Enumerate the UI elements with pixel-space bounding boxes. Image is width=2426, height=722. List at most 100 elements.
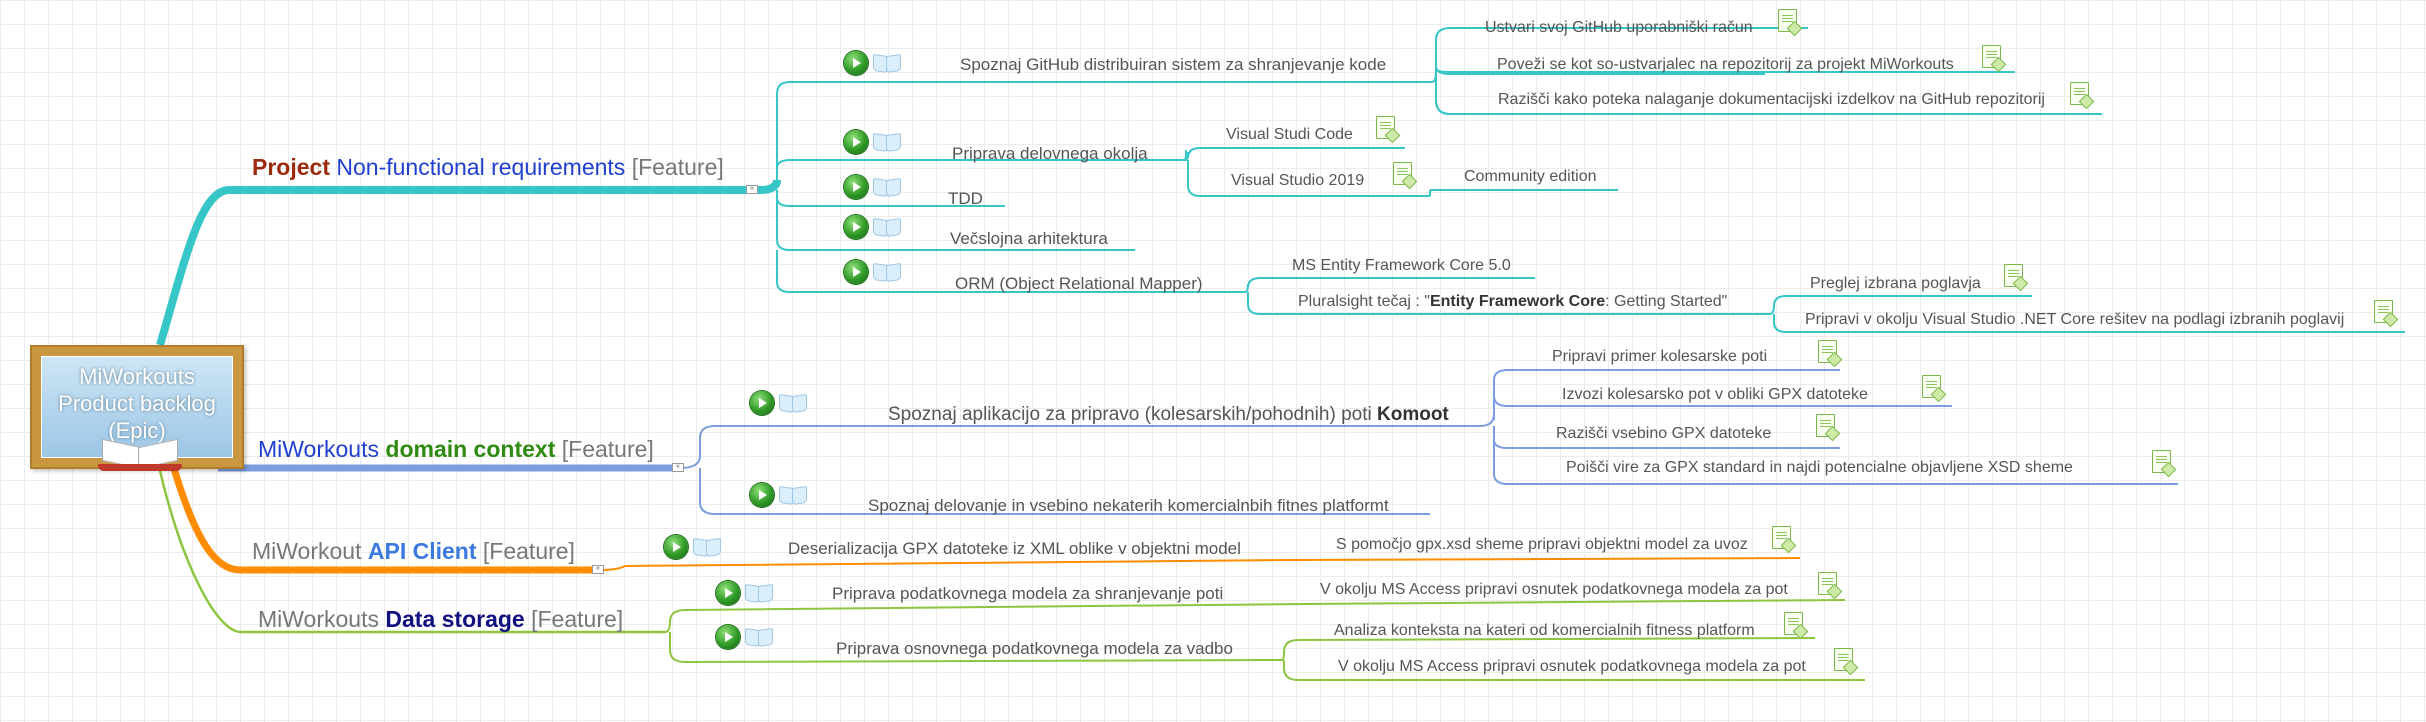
collapse-toggle-icon[interactable]: « [746,185,758,194]
topic-komoot[interactable]: Spoznaj aplikacijo za pripravo (kolesars… [888,405,1449,424]
central-topic-title: MiWorkouts Product backlog (Epic) [32,363,242,444]
topic-icons [664,535,721,559]
topic-github-collaborator[interactable]: Poveži se kot so-ustvarjalec na repozito… [1497,56,1954,73]
topic-github-docs-upload[interactable]: Razišči kako poteka nalaganje dokumentac… [1498,91,2045,108]
topic-tdd[interactable]: TDD [948,189,983,208]
play-task-icon[interactable] [844,51,868,75]
branch-edge-nfr [156,179,781,347]
topic-vscode[interactable]: Visual Studi Code [1226,126,1353,143]
course-name-bold: Entity Framework Core [1429,293,1606,310]
note-icon[interactable] [2004,264,2023,287]
central-line-2: Product backlog [58,391,216,416]
topic-multitier-architecture[interactable]: Večslojna arhitektura [950,229,1108,248]
book-icon [779,395,807,411]
note-icon[interactable] [1816,414,1835,437]
topic-route-data-model[interactable]: Priprava podatkovnega modela za shranjev… [832,584,1224,603]
note-icon[interactable] [1393,162,1412,185]
topic-inspect-gpx[interactable]: Razišči vsebino GPX datoteke [1556,425,1772,442]
topic-orm[interactable]: ORM (Object Relational Mapper) [955,274,1203,293]
bracket-storage [664,603,1306,664]
topic-gpx-xsd-sources[interactable]: Poišči vire za GPX standard in najdi pot… [1566,459,2073,476]
note-icon[interactable] [1376,116,1395,139]
branch-nfr-word-nonfunctional: Non-functional [336,154,485,180]
bracket-komoot [1479,369,2178,485]
branch-nfr-word-project: Project [252,154,330,180]
topic-vs2019[interactable]: Visual Studio 2019 [1231,172,1365,189]
topic-community-edition[interactable]: Community edition [1464,168,1597,185]
note-icon[interactable] [1834,648,1853,671]
topic-review-chapters[interactable]: Preglej izbrana poglavja [1810,275,1981,292]
topic-fitness-context-analysis[interactable]: Analiza konteksta na kateri od komercial… [1334,622,1755,639]
note-icon[interactable] [2152,450,2171,473]
topic-icons [716,581,773,605]
note-icon[interactable] [1778,9,1797,32]
topic-icons [844,51,901,75]
topic-ef-core[interactable]: MS Entity Framework Core 5.0 [1292,257,1511,274]
topic-access-workout-model[interactable]: V okolju MS Access pripravi osnutek poda… [1338,658,1806,675]
komoot-brand: Komoot [1377,404,1449,425]
branch-domain-word-context: domain context [385,436,556,462]
note-icon[interactable] [1922,375,1941,398]
topic-gpx-object-model[interactable]: S pomočjo gpx.xsd sheme pripravi objektn… [1336,536,1748,553]
branch-nfr-word-feature: [Feature] [631,154,724,180]
branch-title-api[interactable]: MiWorkout API Client [Feature] [252,540,575,563]
book-icon [873,55,901,71]
play-task-icon[interactable] [844,130,868,154]
komoot-text: Spoznaj aplikacijo za pripravo (kolesars… [888,404,1372,425]
branch-api-word-miworkout: MiWorkout [252,538,362,564]
topic-pluralsight-course[interactable]: Pluralsight tečaj : "Entity Framework Co… [1298,294,1727,310]
course-prefix: Pluralsight tečaj : " [1298,293,1430,310]
branch-title-nfr[interactable]: Project Non-functional requirements [Fea… [252,156,724,179]
book-icon [745,585,773,601]
topic-icons [844,260,901,284]
book-icon [873,219,901,235]
central-topic[interactable]: MiWorkouts Product backlog (Epic) [30,345,244,471]
central-topic-frame [41,356,233,458]
topic-github[interactable]: Spoznaj GitHub distribuiran sistem za sh… [960,55,1387,74]
play-task-icon[interactable] [716,581,740,605]
course-suffix: : Getting Started" [1605,293,1728,310]
collapse-toggle-icon[interactable]: « [592,565,604,574]
branch-storage-word-data-storage: Data storage [385,606,525,632]
note-icon[interactable] [1784,612,1803,635]
note-icon[interactable] [1818,572,1837,595]
play-task-icon[interactable] [844,215,868,239]
edge-github-leaves [1435,27,2102,115]
topic-gpx-deserialization[interactable]: Deserializacija GPX datoteke iz XML obli… [788,539,1241,558]
note-icon[interactable] [2374,300,2393,323]
central-line-3: (Epic) [108,418,166,443]
branch-edge-storage [156,461,665,634]
edge-gpx [599,557,1801,571]
topic-export-gpx[interactable]: Izvozi kolesarsko pot v obliki GPX datot… [1562,386,1868,403]
central-line-1: MiWorkouts [79,364,195,389]
topic-access-route-model[interactable]: V okolju MS Access pripravi osnutek poda… [1320,581,1788,598]
bracket-orm [1244,277,1770,315]
note-icon[interactable] [1818,340,1837,363]
branch-title-storage[interactable]: MiWorkouts Data storage [Feature] [258,608,623,631]
note-icon[interactable] [1772,526,1791,549]
topic-dev-environment[interactable]: Priprava delovnega okolja [952,144,1148,163]
play-task-icon[interactable] [716,625,740,649]
topic-workout-data-model[interactable]: Priprava osnovnega podatkovnega modela z… [836,639,1233,658]
edge-routes-leaf [1304,599,1846,605]
play-task-icon[interactable] [844,260,868,284]
book-icon [873,264,901,280]
note-icon[interactable] [1982,45,2001,68]
topic-fitness-platforms[interactable]: Spoznaj delovanje in vsebino nekaterih k… [868,496,1389,515]
topic-icons [750,391,807,415]
topic-prepare-net-core-solution[interactable]: Pripravi v okolju Visual Studio .NET Cor… [1805,311,2345,328]
edge-env-vs-community [1429,189,1618,196]
play-task-icon[interactable] [844,175,868,199]
bracket-nfr [759,81,1245,293]
branch-title-domain[interactable]: MiWorkouts domain context [Feature] [258,438,654,461]
play-task-icon[interactable] [664,535,688,559]
note-icon[interactable] [2070,82,2089,105]
open-book-icon [98,438,182,473]
topic-github-account[interactable]: Ustvari svoj GitHub uporabniški račun [1485,19,1753,36]
play-task-icon[interactable] [750,391,774,415]
play-task-icon[interactable] [750,483,774,507]
collapse-toggle-icon[interactable]: « [672,463,684,472]
topic-sample-bike-route[interactable]: Pripravi primer kolesarske poti [1552,348,1768,365]
branch-edge-api [168,461,600,574]
